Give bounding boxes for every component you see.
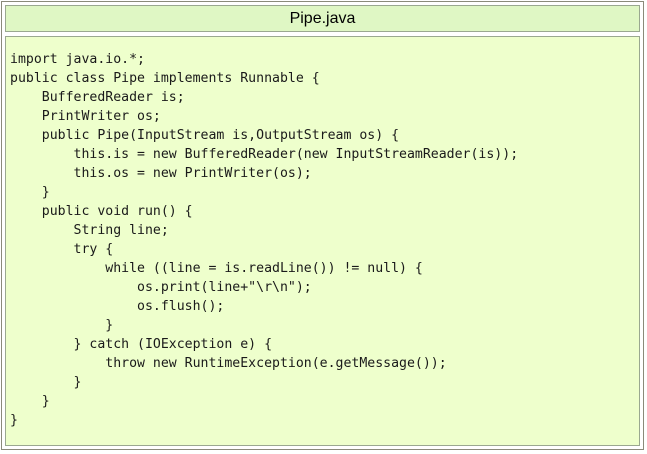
code-line: }: [10, 318, 114, 333]
code-line: throw new RuntimeException(e.getMessage(…: [10, 356, 447, 371]
code-line: String line;: [10, 223, 169, 238]
code-line: this.is = new BufferedReader(new InputSt…: [10, 147, 519, 162]
code-line: public void run() {: [10, 204, 193, 219]
code-line: this.os = new PrintWriter(os);: [10, 166, 312, 181]
code-line: PrintWriter os;: [10, 109, 161, 124]
code-line: }: [10, 185, 50, 200]
code-block: import java.io.*; public class Pipe impl…: [5, 36, 640, 446]
code-line: }: [10, 413, 18, 428]
code-line: os.flush();: [10, 299, 225, 314]
code-line: os.print(line+"\r\n");: [10, 280, 312, 295]
code-line: try {: [10, 242, 114, 257]
file-title: Pipe.java: [5, 5, 640, 32]
code-line: import java.io.*;: [10, 52, 145, 67]
code-line: }: [10, 375, 82, 390]
code-line: public Pipe(InputStream is,OutputStream …: [10, 128, 400, 143]
code-line: } catch (IOException e) {: [10, 337, 273, 352]
code-line: public class Pipe implements Runnable {: [10, 71, 320, 86]
code-line: BufferedReader is;: [10, 90, 185, 105]
code-line: while ((line = is.readLine()) != null) {: [10, 261, 423, 276]
code-line: }: [10, 394, 50, 409]
